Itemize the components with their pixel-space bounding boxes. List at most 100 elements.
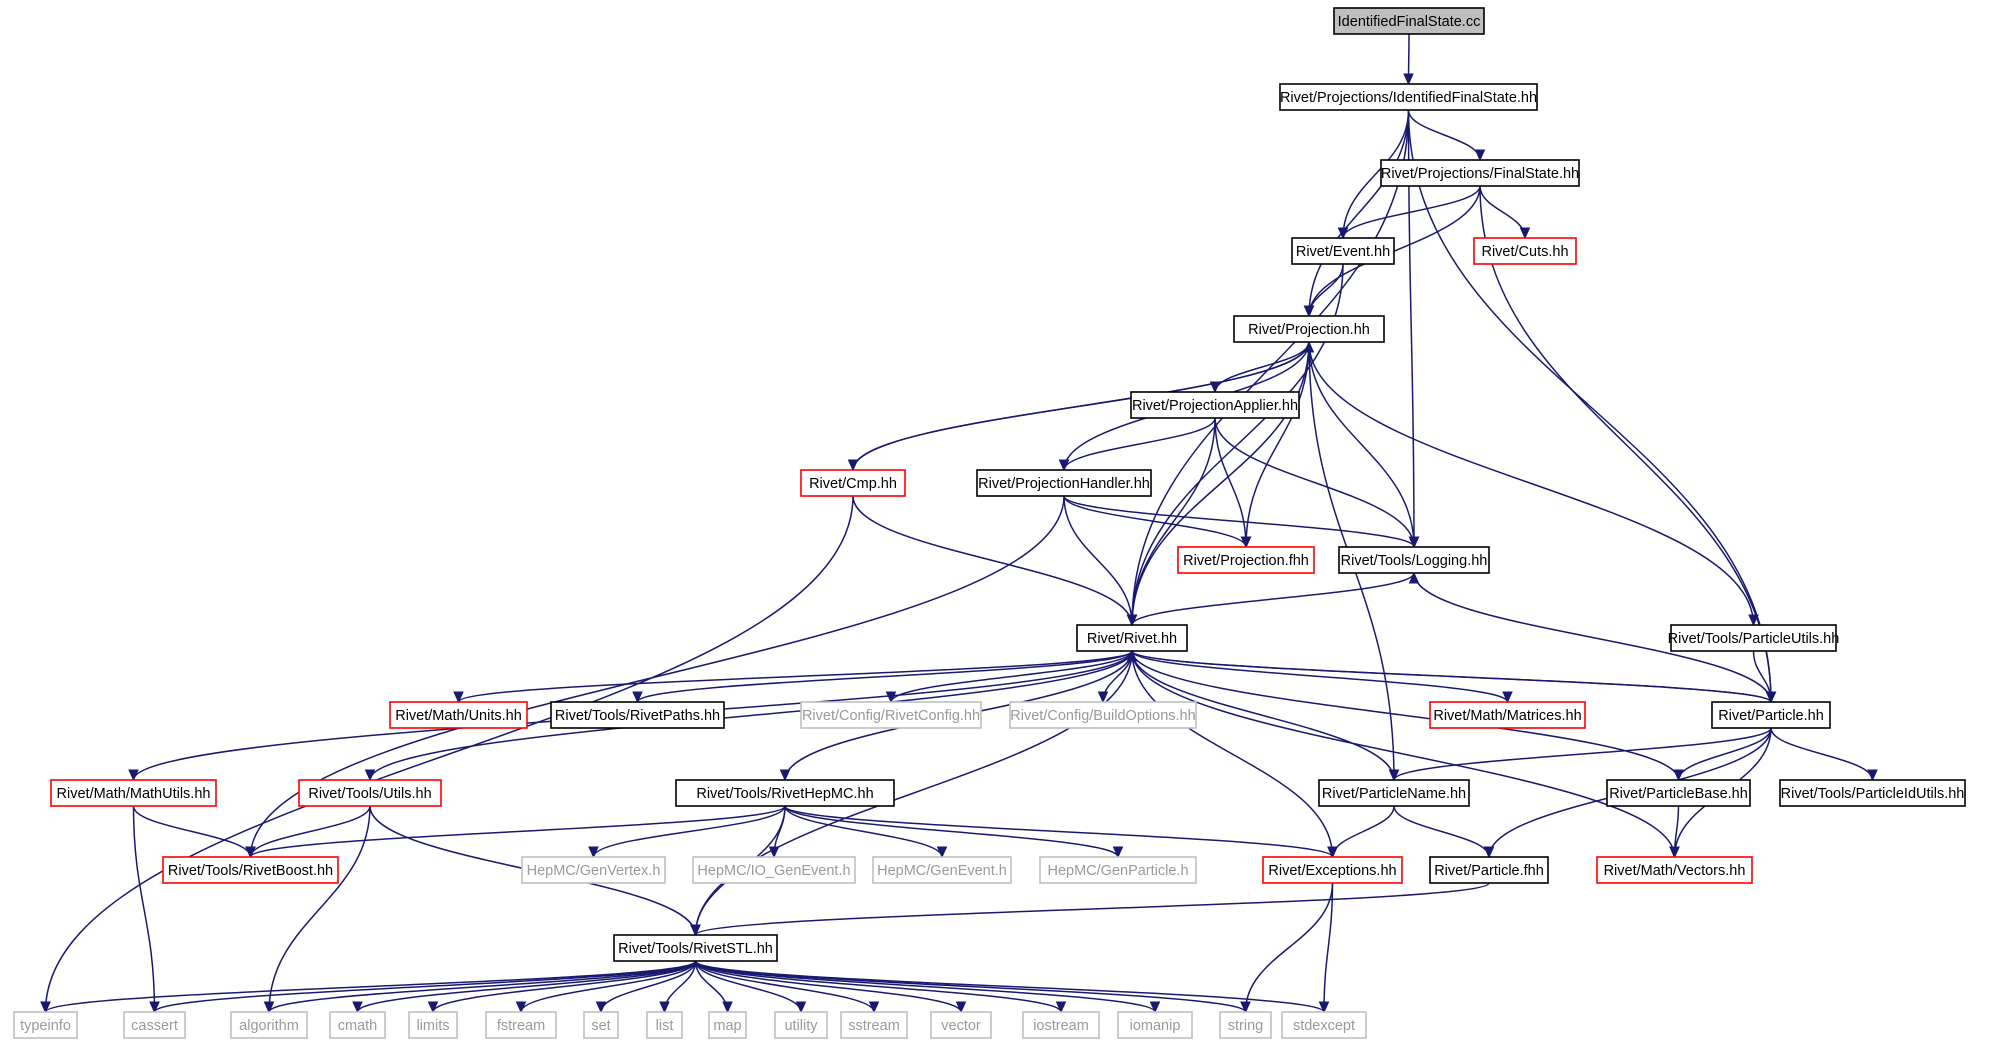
edge-line	[1131, 109, 1410, 626]
node-n23[interactable]: Rivet/ParticleBase.hh	[1606, 779, 1751, 807]
node-box	[50, 779, 217, 807]
node-n18[interactable]: Rivet/Particle.hh	[1711, 701, 1831, 729]
node-n12[interactable]: Rivet/Tools/ParticleUtils.hh	[1668, 624, 1840, 652]
edge-line	[1131, 650, 1676, 858]
edge-n33-n45	[694, 960, 967, 1014]
edge-n21-n30	[784, 805, 1338, 859]
node-label: limits	[416, 1018, 449, 1034]
edge-line	[636, 650, 1133, 703]
edge-line	[784, 805, 1119, 858]
node-n8[interactable]: Rivet/ProjectionHandler.hh	[976, 469, 1152, 497]
edge-line	[1063, 495, 1247, 548]
edge-arrowhead	[1408, 536, 1420, 549]
node-n2[interactable]: Rivet/Projections/FinalState.hh	[1380, 159, 1580, 187]
node-n11[interactable]: Rivet/Rivet.hh	[1076, 624, 1188, 652]
node-n32[interactable]: Rivet/Math/Vectors.hh	[1596, 856, 1753, 884]
node-n38: limits	[408, 1011, 458, 1039]
edge-n11-n14	[632, 650, 1133, 704]
node-n9[interactable]: Rivet/Projection.fhh	[1177, 546, 1315, 574]
edge-arrowhead	[1669, 846, 1680, 859]
node-n25[interactable]: Rivet/Tools/RivetBoost.hh	[162, 856, 339, 884]
node-label: Rivet/Tools/Utils.hh	[308, 786, 431, 802]
edge-n33-n48	[694, 960, 1251, 1014]
node-label: Rivet/Tools/RivetSTL.hh	[618, 941, 773, 957]
node-n33[interactable]: Rivet/Tools/RivetSTL.hh	[613, 934, 778, 962]
edge-arrowhead	[40, 1001, 51, 1014]
edge-arrowhead	[1126, 649, 1138, 662]
node-label: vector	[941, 1018, 981, 1034]
edge-line	[694, 960, 1062, 1013]
node-n46: iostream	[1022, 1011, 1100, 1039]
node-label: HepMC/GenParticle.h	[1047, 863, 1188, 879]
node-box	[872, 856, 1012, 884]
edge-line	[852, 495, 1133, 626]
node-box	[13, 1011, 78, 1039]
edge-arrowhead	[595, 1001, 607, 1014]
edge-line	[1393, 805, 1490, 858]
edge-n18-n22	[1388, 727, 1772, 782]
node-label: Rivet/Tools/RivetBoost.hh	[168, 863, 333, 879]
node-label: Rivet/Particle.fhh	[1434, 863, 1544, 879]
node-box	[1009, 701, 1197, 729]
node-n31[interactable]: Rivet/Particle.fhh	[1429, 856, 1549, 884]
node-n21[interactable]: Rivet/Tools/RivetHepMC.hh	[675, 779, 895, 807]
edge-line	[520, 960, 697, 1013]
edge-line	[249, 495, 1065, 858]
edge-n5-n10	[1308, 341, 1420, 549]
node-label: Rivet/Event.hh	[1296, 244, 1390, 260]
node-n5[interactable]: Rivet/Projection.hh	[1233, 315, 1385, 343]
node-n10[interactable]: Rivet/Tools/Logging.hh	[1338, 546, 1490, 574]
edge-line	[1131, 650, 1334, 858]
node-n20[interactable]: Rivet/Tools/Utils.hh	[298, 779, 442, 807]
edge-arrowhead	[1126, 614, 1138, 627]
node-box	[521, 856, 666, 884]
edge-line	[1131, 417, 1216, 626]
node-label: Rivet/ProjectionApplier.hh	[1132, 398, 1298, 414]
node-box	[1233, 315, 1385, 343]
node-box	[1219, 1011, 1272, 1039]
node-box	[613, 934, 778, 962]
node-n24[interactable]: Rivet/Tools/ParticleIdUtils.hh	[1779, 779, 1966, 807]
edge-n21-n25	[245, 805, 786, 859]
node-n4[interactable]: Rivet/Cuts.hh	[1473, 237, 1577, 265]
edge-n11-n30	[1131, 650, 1338, 859]
node-n17[interactable]: Rivet/Math/Matrices.hh	[1429, 701, 1586, 729]
edge-line	[592, 805, 786, 858]
node-n37: cmath	[329, 1011, 386, 1039]
node-n19[interactable]: Rivet/Math/MathUtils.hh	[50, 779, 217, 807]
edge-arrowhead	[1209, 381, 1221, 394]
edge-arrowhead	[1318, 1001, 1330, 1014]
edge-line	[1214, 417, 1247, 548]
node-n7[interactable]: Rivet/Cmp.hh	[800, 469, 906, 497]
edge-n33-n49	[694, 960, 1330, 1014]
node-n27: HepMC/IO_GenEvent.h	[692, 856, 856, 884]
node-label: Rivet/Particle.hh	[1718, 708, 1824, 724]
node-label: Rivet/Projections/FinalState.hh	[1381, 166, 1579, 182]
node-label: Rivet/Tools/ParticleIdUtils.hh	[1781, 786, 1965, 802]
edge-line	[1308, 341, 1755, 626]
edge-n33-n42	[694, 960, 733, 1014]
node-n14[interactable]: Rivet/Tools/RivetPaths.hh	[550, 701, 725, 729]
node-box	[1596, 856, 1753, 884]
node-n22[interactable]: Rivet/ParticleName.hh	[1318, 779, 1470, 807]
edge-n11-n20	[364, 650, 1133, 782]
edge-line	[694, 650, 1133, 936]
node-label: Rivet/ParticleName.hh	[1322, 786, 1466, 802]
node-label: Rivet/Config/BuildOptions.hh	[1010, 708, 1195, 724]
edge-n7-n11	[852, 495, 1138, 627]
node-n3[interactable]: Rivet/Event.hh	[1291, 237, 1395, 265]
node-n1[interactable]: Rivet/Projections/IdentifiedFinalState.h…	[1279, 83, 1538, 111]
edge-arrowhead	[1502, 691, 1513, 704]
edge-line	[694, 960, 962, 1013]
node-n6[interactable]: Rivet/ProjectionApplier.hh	[1130, 391, 1300, 419]
edge-n1-n5	[1303, 109, 1410, 318]
node-n30[interactable]: Rivet/Exceptions.hh	[1262, 856, 1403, 884]
edge-n5-n12	[1308, 341, 1759, 627]
node-label: iostream	[1033, 1018, 1089, 1034]
node-n13[interactable]: Rivet/Math/Units.hh	[389, 701, 528, 729]
edge-n12-n18	[1752, 650, 1777, 704]
edge-line	[694, 960, 875, 1013]
node-box	[1318, 779, 1470, 807]
edge-line	[268, 805, 371, 1013]
node-label: Rivet/Tools/ParticleUtils.hh	[1668, 631, 1840, 647]
